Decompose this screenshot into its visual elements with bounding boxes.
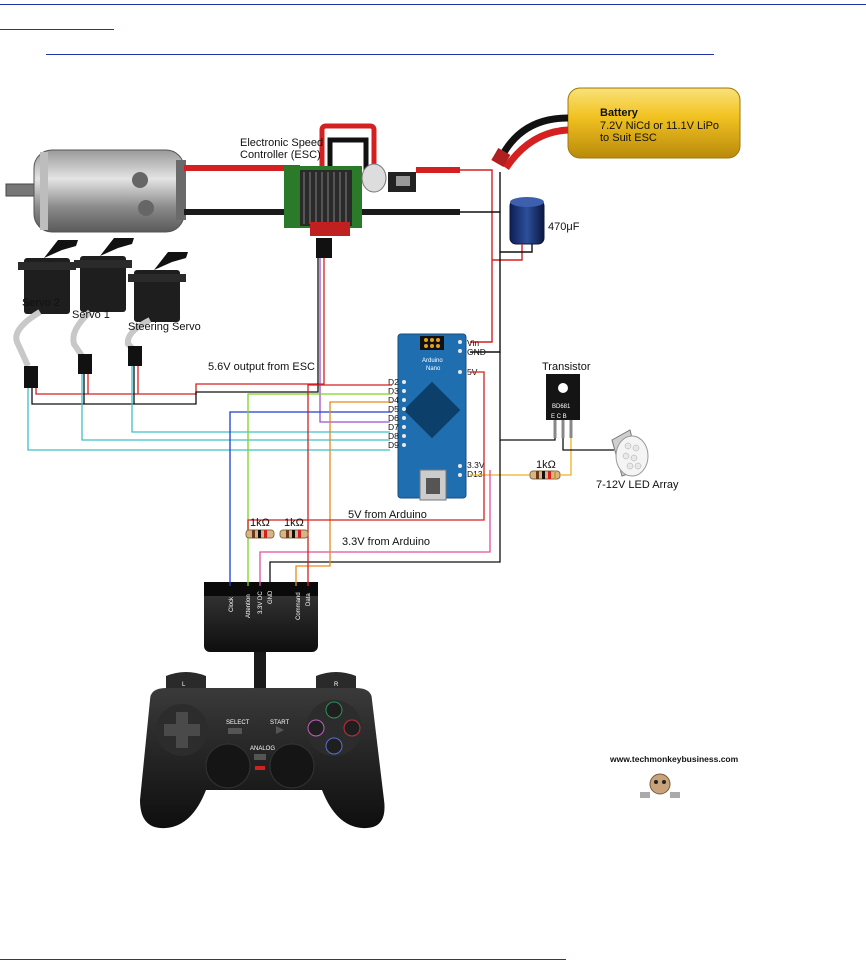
arduino-label-2: Nano: [426, 366, 441, 372]
attention-wire: [247, 393, 392, 586]
servo2-signal: [27, 388, 390, 451]
vin-wire: [470, 260, 493, 343]
wiring-diagram: Electronic Speed Controller (ESC) Batter…: [5, 87, 741, 829]
esc: [284, 123, 416, 258]
transistor-pins: E C B: [551, 414, 567, 420]
resistor-1: [245, 529, 275, 539]
steering-signal: [131, 366, 390, 433]
five-v-label: 5V from Arduino: [348, 509, 427, 521]
pin-d2: D2: [388, 377, 399, 387]
conn-pin-attention: Attention: [246, 594, 252, 618]
led-array: [611, 429, 649, 477]
pin-d7: D7: [388, 422, 399, 432]
transistor: [546, 374, 580, 438]
battery-title: Battery: [600, 107, 639, 119]
battery-line-2: to Suit ESC: [600, 132, 657, 144]
analog-label: ANALOG: [250, 746, 275, 752]
servo1-connector: [78, 354, 92, 374]
command-wire: [295, 401, 392, 586]
servo-1: [74, 238, 134, 312]
link-underline-short[interactable]: [0, 29, 114, 30]
collector-wire: [562, 438, 614, 451]
ps2-controller: [140, 672, 385, 829]
data-wire: [307, 384, 392, 586]
steering-connector: [128, 346, 142, 366]
trigger-l: L: [182, 682, 186, 688]
resistor-1-label: 1kΩ: [250, 517, 270, 529]
esc-label-1: Electronic Speed: [240, 137, 323, 149]
gnd-wire: [470, 252, 501, 353]
pin-d4: D4: [388, 395, 399, 405]
clock-wire: [229, 411, 392, 586]
bottom-link-rule[interactable]: [0, 959, 566, 960]
base-wire: [560, 438, 572, 476]
v33-wire: [259, 470, 491, 586]
resistor-led-label: 1kΩ: [536, 459, 556, 471]
servo1-signal: [81, 374, 390, 441]
emitter-wire: [499, 352, 556, 441]
esc-signal: [319, 258, 390, 423]
resistor-2: [279, 529, 309, 539]
pin-d5: D5: [388, 404, 399, 414]
conn-pin-33v: 3.3V DC: [258, 591, 264, 614]
servo-2: [18, 240, 78, 314]
esc-output-label: 5.6V output from ESC: [208, 361, 315, 373]
servo2-connector: [24, 366, 38, 388]
pin-d3: D3: [388, 386, 399, 396]
transistor-label: Transistor: [542, 361, 591, 373]
cap-neg-wire: [499, 212, 533, 253]
led-label: 7-12V LED Array: [596, 479, 679, 491]
pin-d6: D6: [388, 413, 399, 423]
conn-pin-command: Command: [296, 592, 302, 620]
ps2-connector: [204, 582, 318, 696]
trigger-r: R: [334, 682, 339, 688]
battery-line-1: 7.2V NiCd or 11.1V LiPo: [600, 120, 719, 132]
servo-power-red: [35, 258, 325, 395]
resistor-led: [529, 470, 561, 480]
pin-3v3: 3.3V: [467, 460, 485, 470]
battery: [491, 87, 741, 170]
link-underline-long[interactable]: [46, 54, 714, 55]
pin-gnd: GND: [467, 347, 486, 357]
servo1-label: Servo 1: [72, 309, 110, 321]
transistor-model: BD681: [552, 404, 571, 410]
three-v-label: 3.3V from Arduino: [342, 536, 430, 548]
capacitor: [509, 197, 545, 245]
select-label: SELECT: [226, 720, 250, 726]
servo2-label: Servo 2: [22, 297, 60, 309]
capacitor-label: 470μF: [548, 221, 580, 233]
arduino-nano: [397, 333, 467, 501]
conn-pin-data: Data: [306, 593, 312, 606]
top-link-rule[interactable]: [0, 4, 866, 5]
watermark-text: www.techmonkeybusiness.com: [609, 754, 739, 764]
resistor-2-label: 1kΩ: [284, 517, 304, 529]
monkey-logo: [640, 773, 680, 798]
v5-wire: [247, 371, 485, 534]
servo-power-black: [31, 258, 319, 405]
servo1-cable: [70, 309, 93, 358]
pin-d8: D8: [388, 431, 399, 441]
ctrl-gnd-wire: [269, 440, 501, 586]
steering-cable: [124, 317, 152, 353]
start-label: START: [270, 720, 289, 726]
cap-pos-wire: [492, 244, 523, 261]
steering-servo: [128, 252, 188, 322]
conn-pin-gnd: GND: [268, 590, 274, 604]
conn-pin-clock: Clock: [229, 596, 235, 612]
esc-label-2: Controller (ESC): [240, 149, 321, 161]
pin-vin: Vin: [467, 338, 479, 348]
arduino-label-1: Arduino: [422, 358, 443, 364]
pin-d13: D13: [467, 469, 483, 479]
pin-d9: D9: [388, 440, 399, 450]
servo2-cable: [13, 309, 42, 368]
steering-servo-label: Steering Servo: [128, 321, 201, 333]
dc-motor: [5, 149, 186, 233]
batt-neg-wire: [460, 172, 501, 213]
batt-pos-wire: [460, 169, 493, 260]
